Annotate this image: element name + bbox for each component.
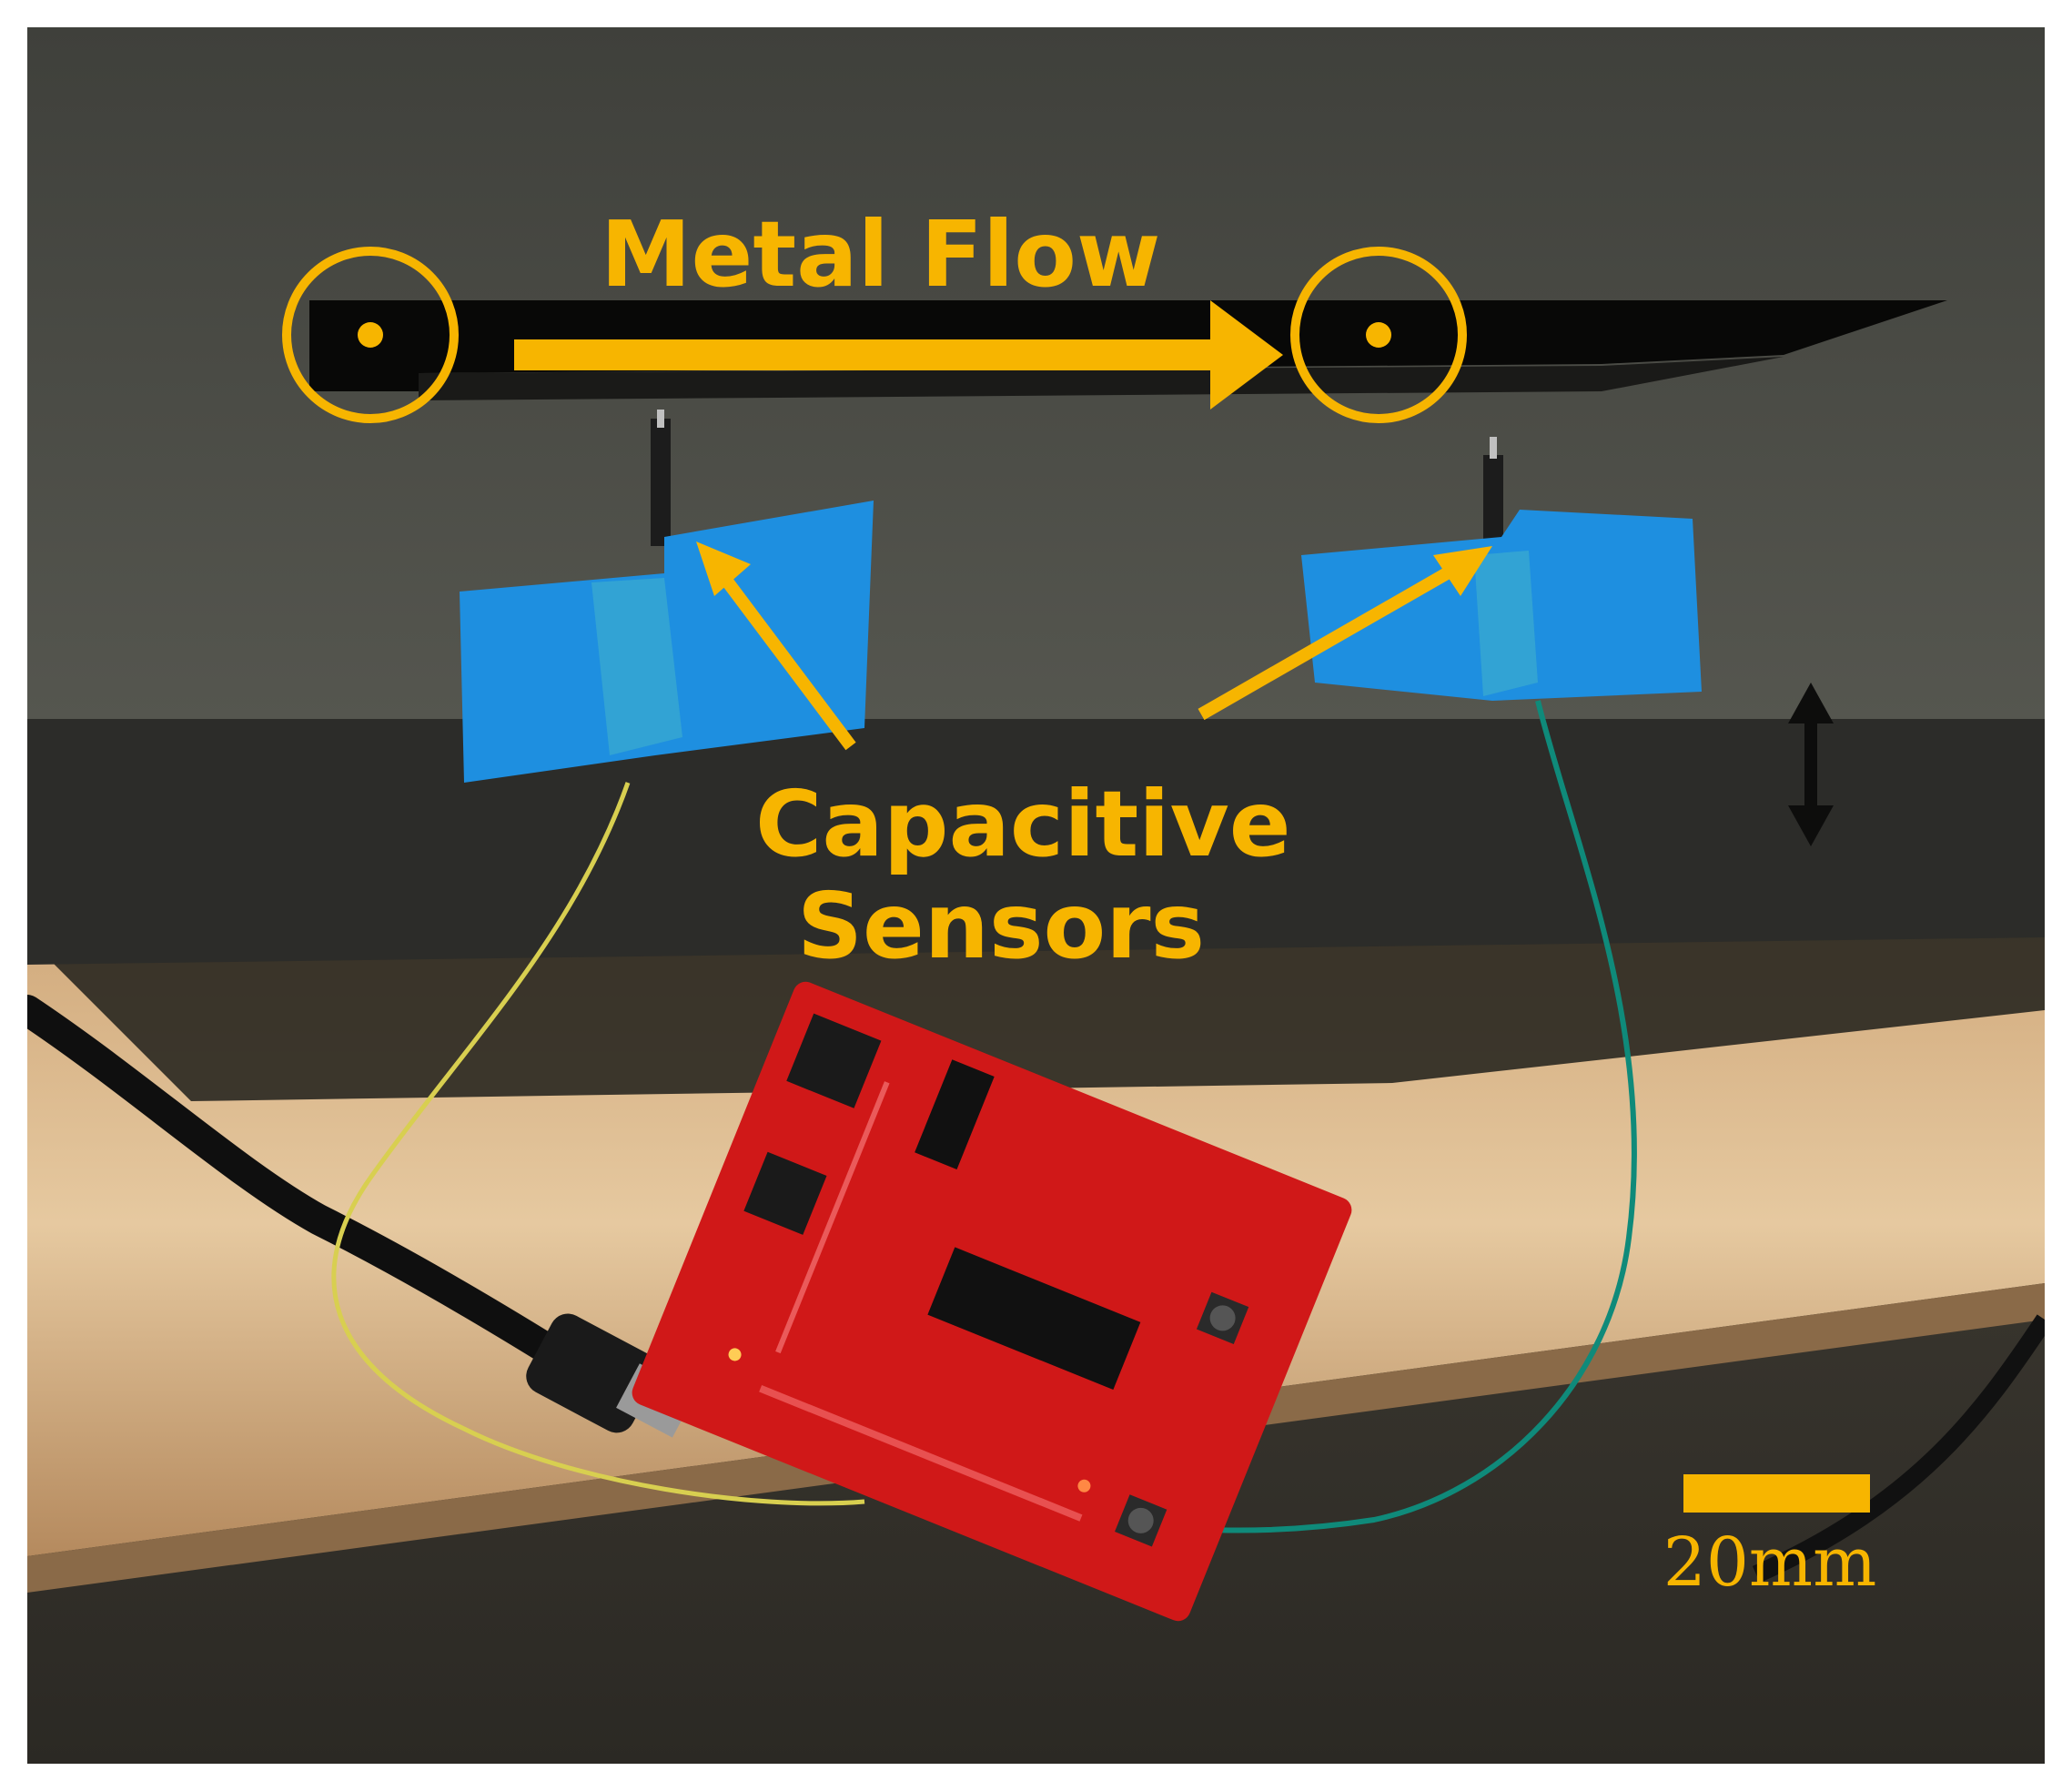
- flow-arrow-icon: [514, 300, 1283, 410]
- tape-right-highlight: [1474, 551, 1538, 696]
- wire-green: [1100, 700, 1637, 1533]
- scale-bar-icon: [1683, 1474, 1870, 1513]
- pointer-arrow-left-icon: [696, 541, 856, 751]
- foam-block-front: [27, 719, 2045, 965]
- height-indicator-icon: [1788, 683, 1834, 846]
- pointer-arrow-right-icon: [1198, 546, 1492, 721]
- wire-yellow: [331, 782, 865, 1506]
- metal-flow-label: Metal Flow: [601, 201, 1161, 308]
- usb-cable: [27, 995, 589, 1381]
- sensor-circle-left-icon: [282, 247, 459, 423]
- usb-cable-right: [1752, 1314, 2045, 1584]
- scale-bar-label: 20mm: [1663, 1523, 1877, 1602]
- sensor-pin-right: [1483, 437, 1503, 564]
- sensor-circle-right-icon: [1290, 247, 1467, 423]
- photo-background: [27, 27, 2045, 1764]
- microcontroller-board: [632, 981, 1352, 1622]
- capacitive-sensors-label: Capacitive Sensors: [755, 771, 1291, 979]
- tape-left-highlight: [591, 578, 682, 755]
- sensor-pin-left: [651, 410, 671, 546]
- photo-scene: Metal Flow Capacitive Sensors 20mm: [27, 27, 2045, 1764]
